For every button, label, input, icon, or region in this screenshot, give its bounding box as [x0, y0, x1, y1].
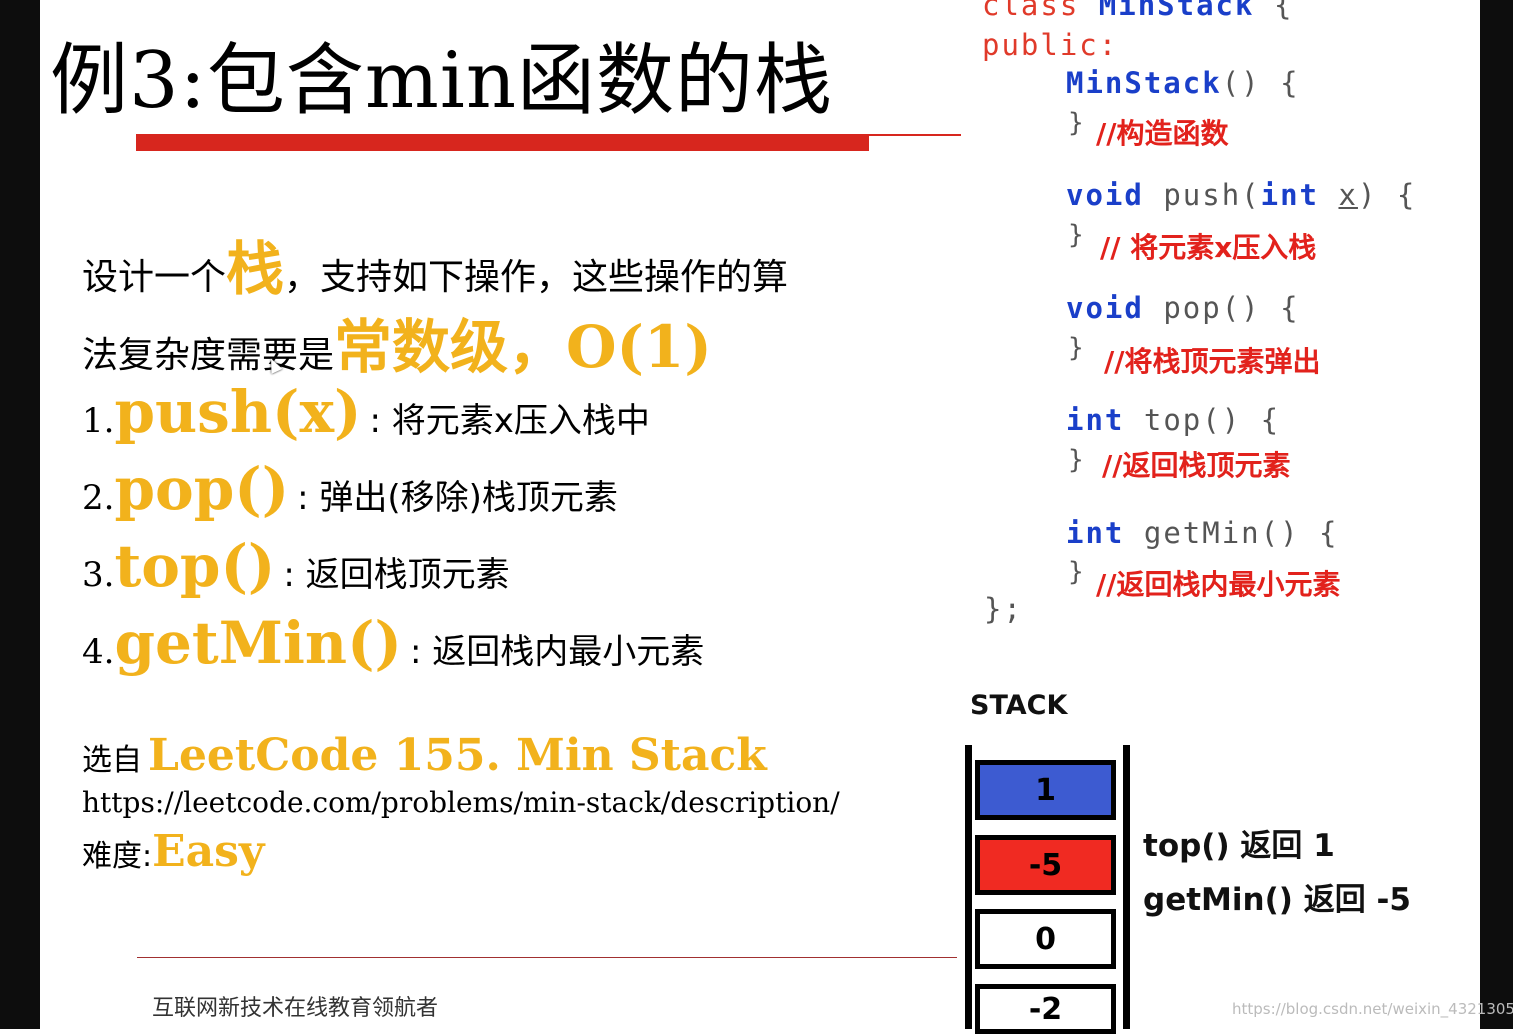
- operation-item: 3.top(): 返回栈顶元素: [82, 532, 510, 600]
- left-black-border: [0, 0, 40, 1029]
- code-pop-line: void pop() {: [1066, 291, 1300, 325]
- code-type: int: [1260, 178, 1320, 212]
- code-comment: // 将元素x压入栈: [1100, 231, 1317, 264]
- stack-title: STACK: [970, 690, 1068, 721]
- operation-number: 1.: [82, 401, 115, 441]
- operation-name: top(): [114, 532, 276, 600]
- code-comment: //返回栈内最小元素: [1096, 568, 1341, 601]
- code-close-brace: }: [1068, 445, 1084, 475]
- code-getmin-line: int getMin() {: [1066, 516, 1338, 550]
- description-text: ，支持如下操作，这些操作的算: [284, 257, 789, 298]
- stack-note-getmin: getMin() 返回 -5: [1143, 882, 1411, 918]
- description-text: 法复杂度需要是: [82, 335, 335, 376]
- code-ctor-name: MinStack: [1066, 66, 1222, 100]
- stack-right-wall: [1123, 745, 1130, 1029]
- slide-title: 例3:包含min函数的栈: [50, 36, 834, 126]
- code-class-name: MinStack: [1098, 0, 1255, 22]
- code-keyword: class: [982, 0, 1080, 22]
- operation-item: 2.pop(): 弹出(移除)栈顶元素: [82, 455, 618, 523]
- code-keyword: void: [1066, 291, 1144, 325]
- code-class-line: class MinStack {: [982, 0, 1293, 22]
- stack-cell-bottom: -2: [975, 984, 1116, 1034]
- code-close-brace: }: [1068, 220, 1084, 250]
- operation-desc: : 返回栈内最小元素: [410, 632, 705, 672]
- difficulty-value: Easy: [152, 826, 265, 877]
- difficulty-line: 难度:Easy: [82, 826, 265, 877]
- source-name: LeetCode 155. Min Stack: [148, 730, 767, 781]
- operation-number: 4.: [82, 632, 115, 672]
- code-push-line: void push(int x) {: [1066, 178, 1416, 212]
- code-top-line: int top() {: [1066, 403, 1280, 437]
- operation-name: pop(): [114, 455, 290, 523]
- footer-text: 互联网新技术在线教育领航者: [152, 996, 439, 1021]
- code-comment: //返回栈顶元素: [1102, 449, 1291, 482]
- code-comment: //构造函数: [1096, 117, 1229, 150]
- description-line-1: 设计一个栈，支持如下操作，这些操作的算: [82, 222, 788, 306]
- difficulty-label: 难度:: [82, 839, 153, 874]
- description-line-2: 法复杂度需要是常数级，O(1): [82, 300, 712, 384]
- description-text: 设计一个: [82, 257, 227, 298]
- title-underline-bar: [136, 134, 869, 151]
- operation-desc: : 弹出(移除)栈顶元素: [297, 478, 618, 518]
- code-keyword: void: [1066, 178, 1144, 212]
- code-arg: x: [1338, 178, 1358, 212]
- highlight-constant: 常数级，: [334, 313, 567, 381]
- title-underline-thin: [869, 134, 961, 136]
- code-func-name: push: [1163, 178, 1242, 212]
- stack-cell: -5: [975, 835, 1116, 895]
- operation-name: push(x): [114, 378, 362, 446]
- code-close-brace: }: [1068, 108, 1084, 138]
- operation-number: 3.: [82, 555, 115, 595]
- code-func-name: pop() {: [1163, 291, 1300, 325]
- stack-cell: 0: [975, 909, 1116, 969]
- operation-item: 4.getMin(): 返回栈内最小元素: [82, 609, 704, 677]
- highlight-complexity: O(1): [566, 313, 712, 381]
- code-func-name: getMin() {: [1143, 516, 1339, 550]
- code-func-name: top() {: [1143, 403, 1281, 437]
- code-brace: {: [1273, 0, 1294, 22]
- highlight-stack: 栈: [226, 235, 285, 303]
- watermark: https://blog.csdn.net/weixin_43213056: [1232, 1000, 1513, 1018]
- code-ctor-rest: () {: [1221, 66, 1300, 100]
- operation-name: getMin(): [114, 609, 402, 677]
- operation-number: 2.: [82, 478, 115, 518]
- operation-desc: : 将元素x压入栈中: [369, 401, 650, 441]
- code-paren: ) {: [1357, 178, 1417, 212]
- code-public-line: public:: [982, 28, 1119, 62]
- source-url: https://leetcode.com/problems/min-stack/…: [82, 786, 840, 819]
- stack-note-top: top() 返回 1: [1143, 828, 1335, 864]
- code-paren: (: [1241, 178, 1261, 212]
- code-keyword: int: [1066, 516, 1125, 550]
- stack-left-wall: [965, 745, 972, 1029]
- code-close-brace: }: [1068, 333, 1084, 363]
- footer-divider: [137, 957, 957, 958]
- operation-desc: : 返回栈顶元素: [283, 555, 510, 595]
- code-end: };: [984, 592, 1023, 626]
- code-ctor-line: MinStack() {: [1066, 66, 1300, 100]
- code-comment: //将栈顶元素弹出: [1104, 345, 1321, 378]
- source-label: 选自: [82, 743, 142, 778]
- code-keyword: int: [1066, 403, 1125, 437]
- operation-item: 1.push(x): 将元素x压入栈中: [82, 378, 650, 446]
- right-black-border: [1480, 0, 1513, 1029]
- stack-cell-top: 1: [975, 760, 1116, 820]
- code-close-brace: }: [1068, 557, 1084, 587]
